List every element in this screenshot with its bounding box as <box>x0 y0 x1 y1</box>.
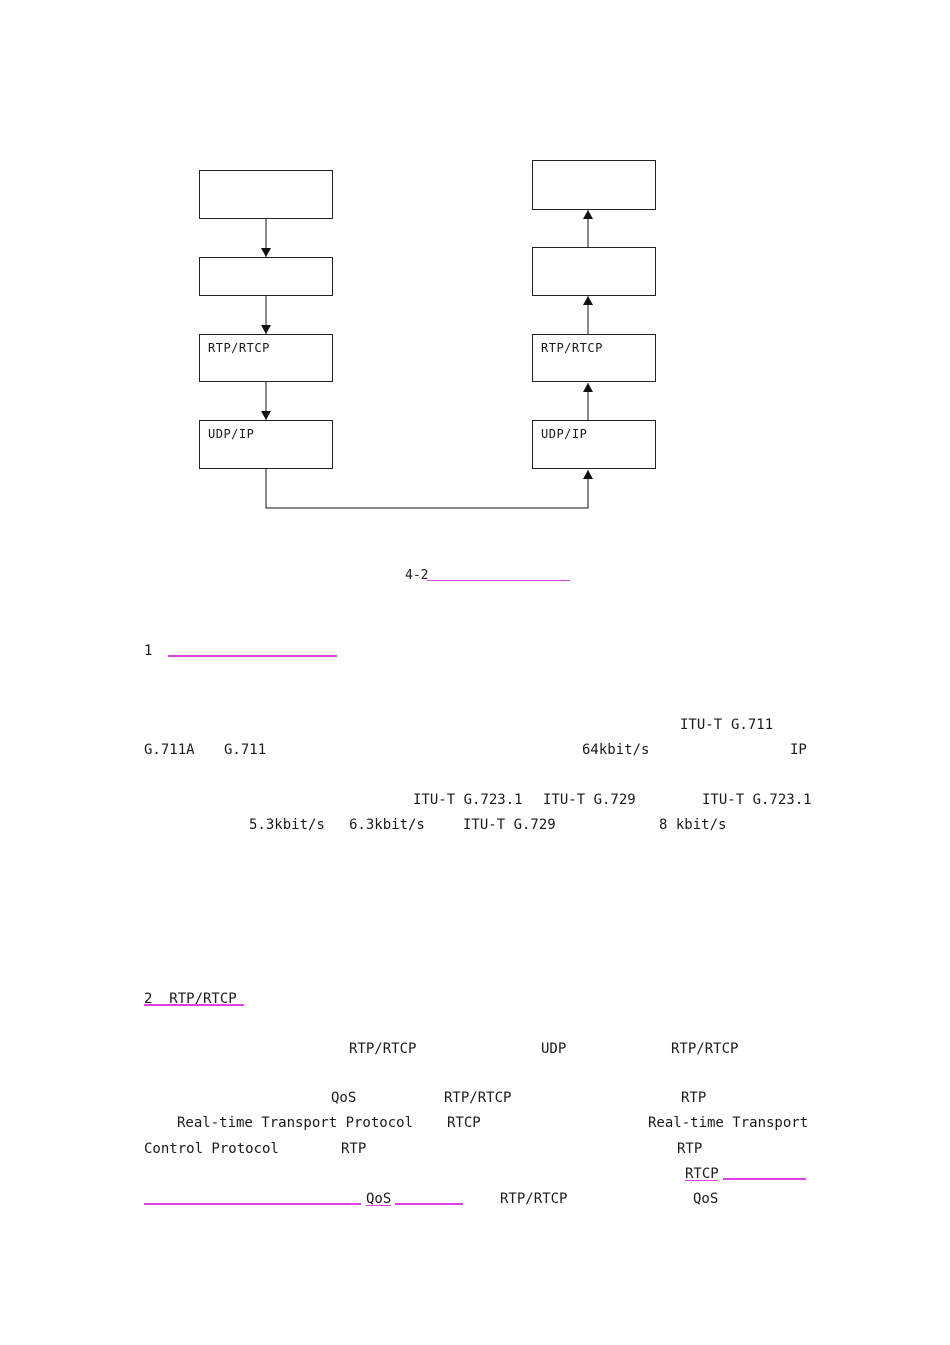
right-arrowhead-bottom <box>583 470 593 479</box>
section1-number: 1 <box>144 643 153 659</box>
s2-l6-rtprtcp: RTP/RTCP <box>500 1191 568 1207</box>
s2-l1-udp: UDP <box>541 1041 567 1057</box>
s2-l4-rtp: RTP <box>341 1141 367 1157</box>
section1-underline <box>168 655 337 657</box>
s2-l5-rtcp: RTCP <box>685 1166 719 1182</box>
s1-p1-g711a: G.711A <box>144 742 195 758</box>
s1-p2-8k: 8 kbit/s <box>659 817 727 833</box>
s1-p1-itut: ITU-T <box>680 717 723 733</box>
s2-l1-rtprtcp2: RTP/RTCP <box>671 1041 739 1057</box>
s2-l3-rt-transport: Real-time Transport <box>648 1115 809 1131</box>
s2-l6-qos: QoS <box>366 1191 392 1207</box>
right-arrowhead-3 <box>583 210 593 219</box>
s1-p1-g711b: G.711 <box>224 742 267 758</box>
left-arrowhead-3 <box>261 411 271 420</box>
s1-p2-g7231b: ITU-T G.723.1 <box>702 792 812 808</box>
caption-underline <box>427 580 570 581</box>
s1-p2-g729: ITU-T G.729 <box>543 792 636 808</box>
s2-l3-rtp-full: Real-time Transport Protocol <box>177 1115 414 1131</box>
right-box-udp-label: UDP/IP <box>541 427 588 441</box>
s1-p2-53k: 5.3kbit/s <box>249 817 325 833</box>
left-arrowhead-2 <box>261 325 271 334</box>
s2-l6-qos-underline <box>366 1205 391 1206</box>
s2-l2-rtp: RTP <box>681 1090 707 1106</box>
s1-p2-63k: 6.3kbit/s <box>349 817 425 833</box>
right-box-1 <box>532 160 656 210</box>
left-arrowhead-1 <box>261 248 271 257</box>
left-box-rtp: RTP/RTCP <box>199 334 333 382</box>
right-arrowhead-2 <box>583 296 593 305</box>
s2-l3-rtcp: RTCP <box>447 1115 481 1131</box>
s1-p2-g7231: ITU-T G.723.1 <box>413 792 523 808</box>
left-box-2 <box>199 257 333 296</box>
right-arrowhead-1 <box>583 383 593 392</box>
s2-l5-rtcp-underline <box>685 1180 718 1181</box>
right-box-2 <box>532 247 656 296</box>
section2-heading: 2 RTP/RTCP <box>144 991 237 1007</box>
s2-l5-underline <box>723 1178 806 1180</box>
figure-caption: 4-2 <box>405 568 429 583</box>
left-box-udp: UDP/IP <box>199 420 333 469</box>
s1-p1-64k: 64kbit/s <box>582 742 650 758</box>
right-box-rtp: RTP/RTCP <box>532 334 656 382</box>
s1-p2-g729b: ITU-T G.729 <box>463 817 556 833</box>
left-box-1 <box>199 170 333 219</box>
s2-l6-underline-2 <box>395 1203 463 1205</box>
s2-l6-qos2: QoS <box>693 1191 719 1207</box>
s2-l2-qos: QoS <box>331 1090 357 1106</box>
s1-p1-g711: G.711 <box>731 717 774 733</box>
s2-l4-rtp2: RTP <box>677 1141 703 1157</box>
right-box-udp: UDP/IP <box>532 420 656 469</box>
left-box-udp-label: UDP/IP <box>208 427 255 441</box>
right-box-rtp-label: RTP/RTCP <box>541 341 603 355</box>
flow-diagram <box>261 210 593 509</box>
left-box-rtp-label: RTP/RTCP <box>208 341 270 355</box>
bottom-connector <box>265 469 589 509</box>
section2-underline <box>144 1004 244 1006</box>
s2-l6-underline-1 <box>144 1203 361 1205</box>
s2-l4-ctrl: Control Protocol <box>144 1141 279 1157</box>
s2-l1-rtprtcp: RTP/RTCP <box>349 1041 417 1057</box>
s1-p1-ip: IP <box>790 742 807 758</box>
s2-l2-rtprtcp: RTP/RTCP <box>444 1090 512 1106</box>
